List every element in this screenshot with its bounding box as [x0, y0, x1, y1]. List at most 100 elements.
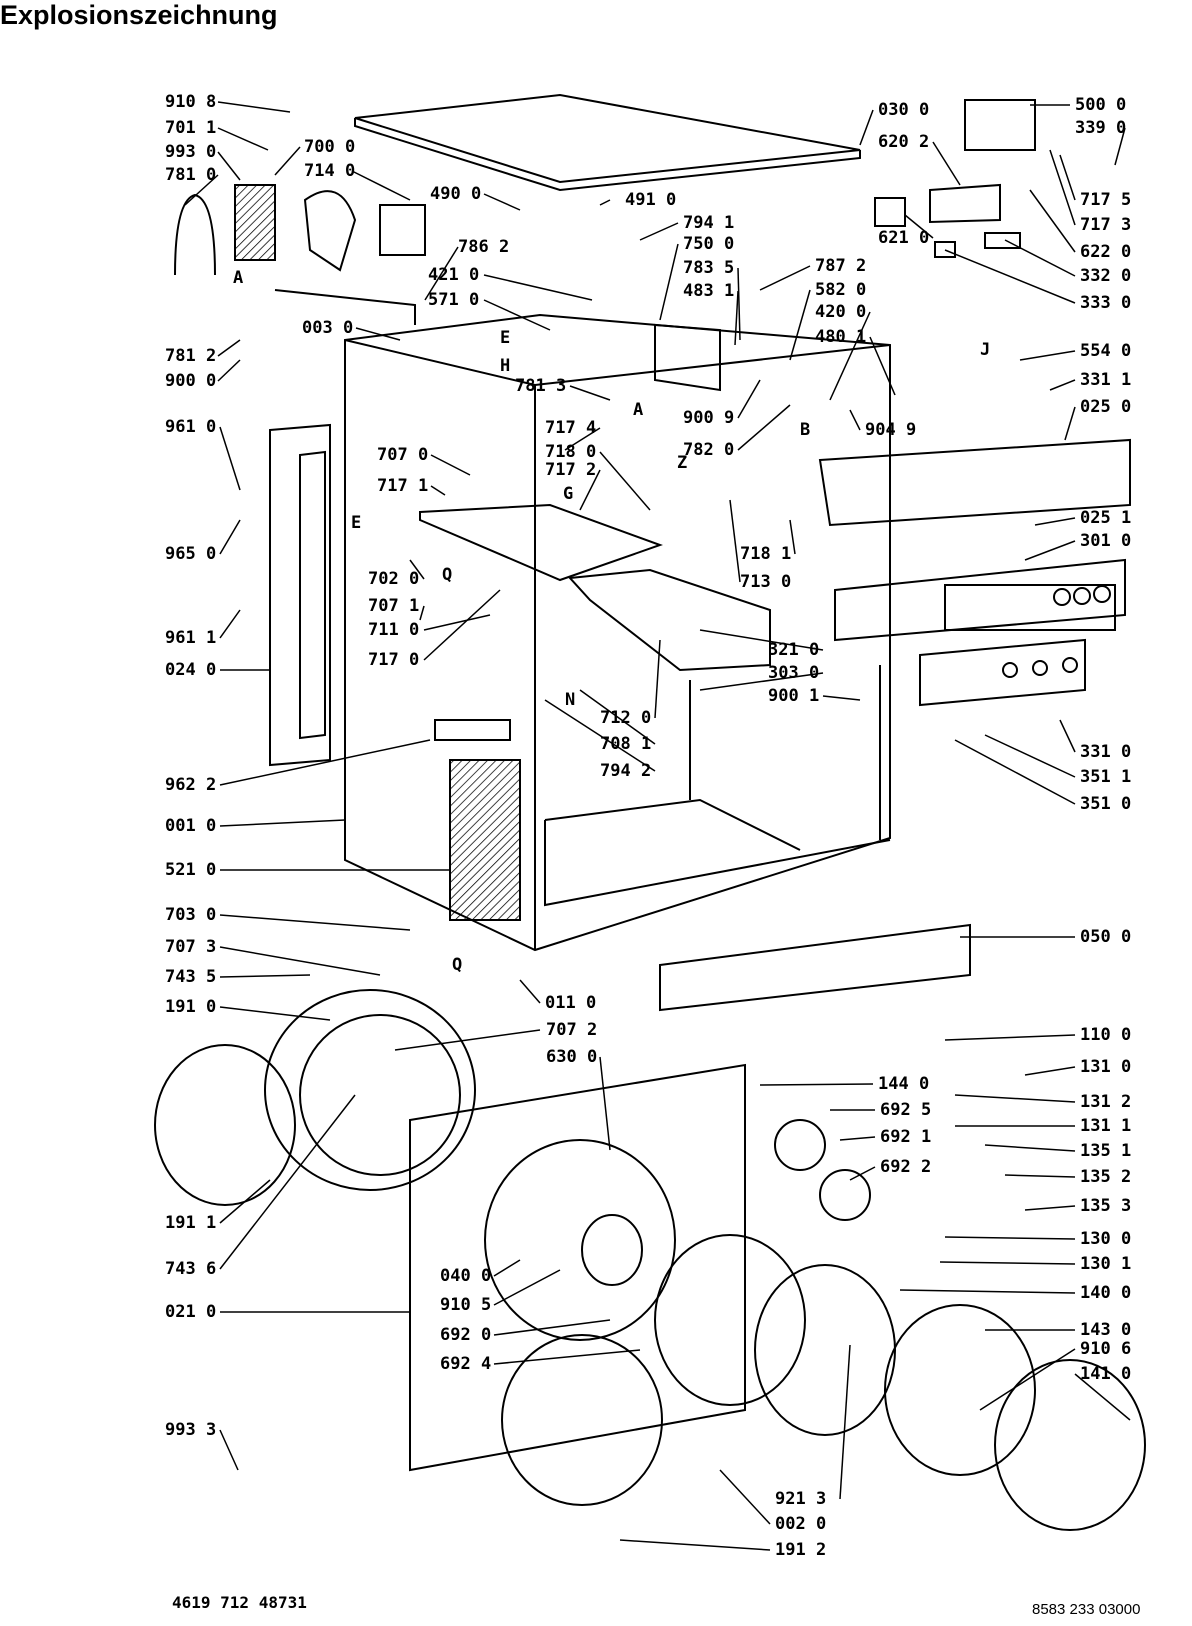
part-label: 794 1	[683, 213, 735, 233]
leader-line	[944, 1236, 1076, 1240]
leader-line	[734, 290, 739, 346]
leader-line	[599, 451, 651, 511]
leader-line	[564, 427, 601, 451]
leader-line	[939, 1261, 1076, 1265]
leader-line	[719, 1469, 771, 1525]
leader-line	[419, 605, 425, 621]
part-label: 707 2	[546, 1020, 598, 1040]
leader-line	[219, 1094, 356, 1270]
leader-line	[1024, 1066, 1076, 1076]
part-label: 961 1	[165, 628, 217, 648]
leader-line	[219, 1429, 239, 1471]
leader-line	[954, 1094, 1076, 1103]
part-label: 420 0	[815, 302, 867, 322]
part-label: 900 1	[768, 686, 820, 706]
part-label: 961 0	[165, 417, 217, 437]
part-label: 141 0	[1080, 1364, 1132, 1384]
leader-line	[184, 174, 219, 206]
part-label: 144 0	[878, 1074, 930, 1094]
leader-line	[849, 1166, 876, 1181]
part-label: E	[500, 328, 511, 348]
part-label: Z	[677, 453, 688, 473]
cabinet-body-shape	[344, 313, 891, 952]
leader-line	[984, 734, 1076, 778]
part-label: 491 0	[625, 190, 677, 210]
part-label: N	[565, 690, 576, 710]
leader-line	[829, 311, 871, 401]
leader-line	[219, 1179, 271, 1224]
part-label: 110 0	[1080, 1025, 1132, 1045]
door-glass-shape	[994, 1359, 1146, 1531]
door-ring-shape	[264, 989, 476, 1191]
part-label: 351 1	[1080, 767, 1132, 787]
part-label: 011 0	[545, 993, 597, 1013]
part-label: 500 0	[1075, 95, 1127, 115]
leader-line	[699, 672, 824, 691]
part-label: 339 0	[1075, 118, 1127, 138]
part-label: 717 1	[377, 476, 429, 496]
part-label: 050 0	[1080, 927, 1132, 947]
part-label: 707 0	[377, 445, 429, 465]
part-label: 782 0	[683, 440, 735, 460]
leader-line	[217, 101, 291, 113]
part-label: 025 0	[1080, 397, 1132, 417]
part-label: 708 1	[600, 734, 652, 754]
leader-line	[217, 151, 241, 181]
leader-line	[579, 469, 601, 511]
part-label: 025 1	[1080, 508, 1132, 528]
leader-line	[1049, 149, 1076, 226]
part-label: 480 1	[815, 327, 867, 347]
leader-line	[409, 559, 425, 580]
leader-line	[822, 695, 861, 701]
part-label: A	[633, 400, 644, 420]
leader-line	[1114, 127, 1126, 166]
part-label: 191 0	[165, 997, 217, 1017]
part-label: 131 0	[1080, 1057, 1132, 1077]
part-label: 040 0	[440, 1266, 492, 1286]
part-label: 718 1	[740, 544, 792, 564]
leader-line	[839, 1344, 851, 1500]
leader-line	[599, 1056, 611, 1151]
part-label: 135 1	[1080, 1141, 1132, 1161]
footer-left-code: 4619 712 48731	[172, 1593, 307, 1612]
part-label: 702 0	[368, 569, 420, 589]
part-label: 701 1	[165, 118, 217, 138]
part-label: 993 0	[165, 142, 217, 162]
part-label: 571 0	[428, 290, 480, 310]
part-label: 003 0	[302, 318, 354, 338]
leader-line	[737, 404, 791, 451]
part-label: 582 0	[815, 280, 867, 300]
part-label: 024 0	[165, 660, 217, 680]
part-label: 621 0	[878, 228, 930, 248]
part-label: 521 0	[165, 860, 217, 880]
leader-line	[932, 141, 961, 186]
leader-line	[1004, 1174, 1076, 1178]
part-label: 333 0	[1080, 293, 1132, 313]
leader-line	[217, 127, 269, 151]
part-label: 743 6	[165, 1259, 217, 1279]
leader-line	[219, 819, 346, 827]
part-label: 331 0	[1080, 742, 1132, 762]
part-label: 717 0	[368, 650, 420, 670]
part-label: 910 8	[165, 92, 217, 112]
part-label: 131 1	[1080, 1116, 1132, 1136]
part-label: 707 3	[165, 937, 217, 957]
leader-line	[849, 409, 861, 431]
leader-line	[979, 1348, 1076, 1411]
part-label: 717 3	[1080, 215, 1132, 235]
part-label: 301 0	[1080, 531, 1132, 551]
leader-line	[424, 246, 459, 301]
part-label: 786 2	[458, 237, 510, 257]
leader-line	[219, 519, 241, 555]
leader-line	[493, 1319, 611, 1336]
part-label: 717 2	[545, 460, 597, 480]
leader-line	[430, 454, 471, 476]
part-label: 191 2	[775, 1540, 827, 1560]
control-panel-shape	[818, 438, 1131, 527]
leader-line	[579, 689, 656, 745]
part-label: 965 0	[165, 544, 217, 564]
part-label: 900 0	[165, 371, 217, 391]
part-label: 711 0	[368, 620, 420, 640]
leader-line	[217, 359, 241, 382]
